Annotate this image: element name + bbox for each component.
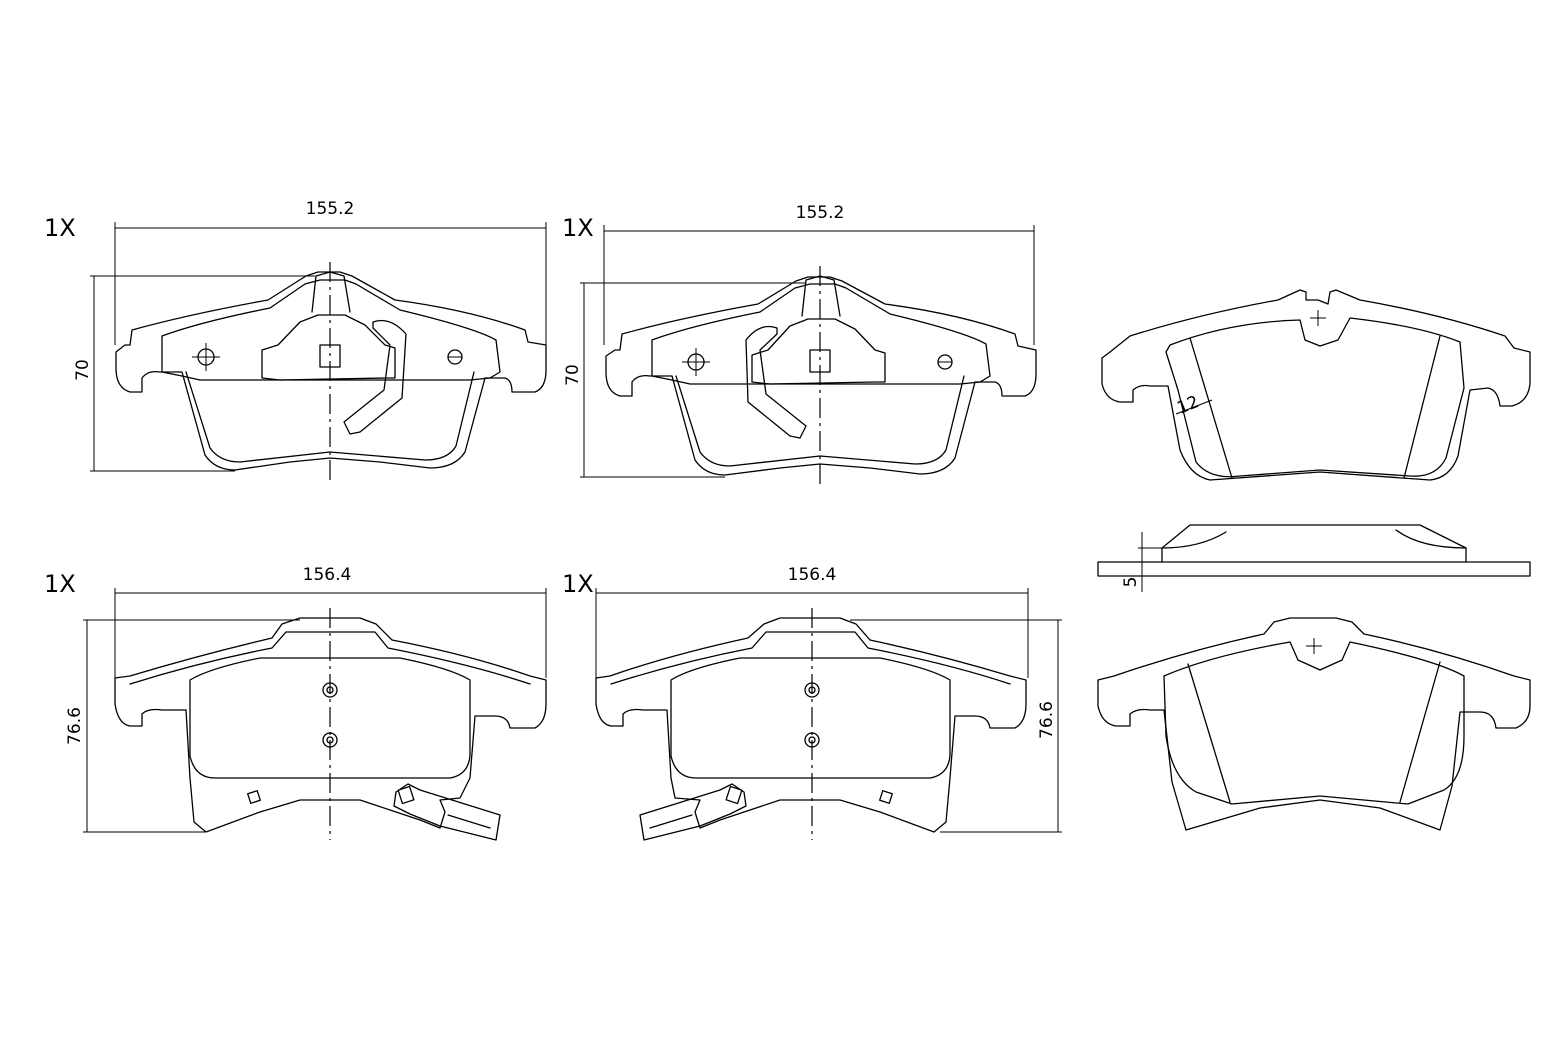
chamfer-dim-line [1175, 399, 1213, 415]
dim-width-top-left: 155.2 [306, 199, 355, 219]
friction-face [1165, 317, 1465, 478]
small-notch [247, 790, 261, 804]
friction-outline [670, 657, 951, 779]
dim-chamfer: 12 [1174, 392, 1202, 419]
backplate-edge [610, 631, 1011, 685]
backplate-profile [1097, 561, 1531, 577]
chamfer-line [1189, 337, 1233, 479]
small-notch [879, 790, 893, 804]
chamfer-curve [1161, 531, 1227, 549]
chamfer-line [1403, 335, 1441, 479]
pad-outline [114, 617, 547, 833]
face-outline [1101, 289, 1531, 481]
friction-outline [189, 657, 471, 779]
quantity-label-bottom-center: 1X [562, 570, 594, 598]
spring-arm [343, 319, 407, 435]
spring-arm [745, 325, 807, 439]
dim-width-top-center: 155.2 [796, 203, 845, 223]
friction-face [1163, 641, 1465, 805]
backplate-inner [161, 279, 501, 381]
quantity-label-bottom-left: 1X [44, 570, 76, 598]
friction-face-bottom [1097, 617, 1531, 831]
chamfer-line [1187, 663, 1231, 803]
wear-sensor [639, 783, 747, 841]
quantity-label-top-left: 1X [44, 214, 76, 242]
face-outline [1097, 617, 1531, 831]
clip-tab [311, 271, 351, 313]
backplate-inner [651, 283, 991, 385]
wear-sensor [393, 783, 501, 841]
friction-profile [1161, 524, 1467, 563]
backplate-edge [129, 631, 531, 685]
sensor-slot [447, 814, 491, 829]
sensor-connector [397, 785, 415, 805]
sensor-slot [649, 814, 693, 829]
dim-height-top-left: 70 [73, 359, 93, 381]
clip-spring [751, 318, 886, 385]
pad-top-left: 1X 155.2 70 [44, 199, 547, 480]
pad-outline [115, 271, 547, 471]
friction-outline [185, 371, 475, 463]
chamfer-line [1399, 661, 1441, 803]
quantity-label-top-center: 1X [562, 214, 594, 242]
dim-width-bottom-left: 156.4 [303, 565, 352, 585]
pad-bottom-center: 1X 156.4 76.6 [562, 565, 1062, 841]
clip-spring [261, 314, 396, 381]
side-profile: 5 [1097, 524, 1531, 592]
dim-thickness: 5 [1121, 577, 1141, 588]
dim-height-top-center: 70 [563, 364, 583, 386]
dim-width-bottom-center: 156.4 [788, 565, 837, 585]
friction-outline [675, 375, 965, 467]
dim-height-bottom-center: 76.6 [1037, 701, 1057, 739]
chamfer-curve [1395, 529, 1467, 549]
sensor-connector [725, 785, 743, 805]
pad-bottom-left: 1X 156.4 76.6 [44, 565, 547, 841]
friction-face-top: 12 [1101, 289, 1531, 481]
dim-height-bottom-left: 76.6 [65, 707, 85, 745]
pad-outline [605, 276, 1037, 476]
clip-tab [801, 275, 841, 317]
pad-top-center: 1X 155.2 70 [562, 203, 1037, 486]
pad-outline [595, 617, 1027, 833]
